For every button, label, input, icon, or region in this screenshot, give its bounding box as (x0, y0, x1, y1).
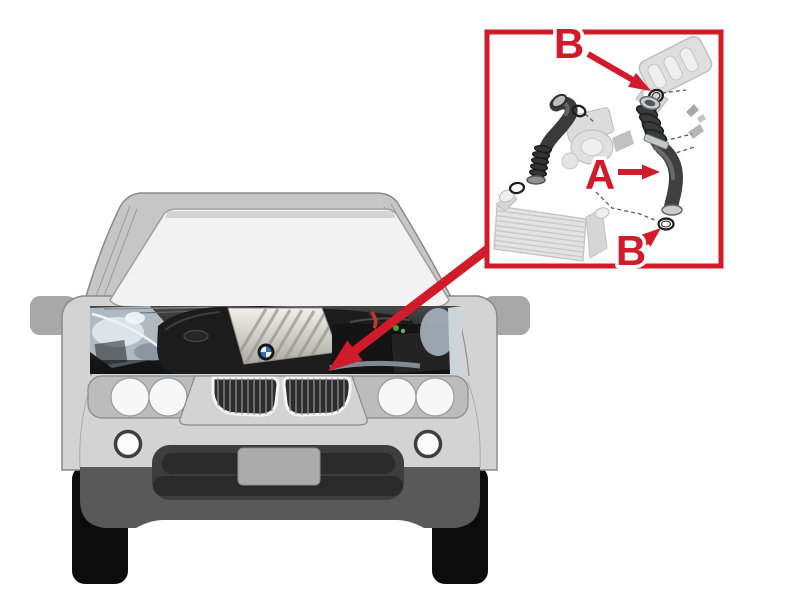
left-hose-collar (526, 175, 546, 185)
hose-a-bottom-collar (661, 204, 683, 216)
headlight-inner-right (377, 377, 417, 417)
o-ring-left-top (571, 104, 587, 118)
bumper-slot-lower (153, 476, 403, 496)
engine-bay-photo (90, 306, 462, 374)
bumper-center (152, 445, 404, 500)
callout-arrowhead (328, 340, 363, 371)
fog-light-right (413, 429, 443, 459)
grille-slats-right (289, 378, 345, 416)
car-illustration (30, 192, 530, 584)
headlight-outer-left (110, 377, 150, 417)
mounting-clips-faded (686, 104, 706, 139)
headlights (110, 377, 455, 417)
green-connector (393, 325, 399, 331)
left-charge-hose (526, 93, 578, 185)
o-ring-lower (657, 217, 675, 231)
hose-clamp (643, 133, 670, 150)
headlight-inner-left (148, 377, 188, 417)
red-wire (370, 311, 378, 329)
inset-box: B A B (484, 17, 724, 278)
reference-dashed-lines (584, 89, 695, 222)
intercooler-fins (494, 209, 586, 259)
charge-air-hose (635, 95, 684, 216)
windshield (109, 208, 450, 308)
fog-light-left (113, 429, 143, 459)
kidney-grille-left (211, 376, 280, 417)
engine-bay-right-components (329, 306, 462, 374)
inset-label-arrows (586, 51, 661, 250)
left-hose-bellows (528, 145, 553, 177)
grille-slats-left (217, 378, 273, 416)
inset-border (484, 29, 724, 269)
green-connector-2 (400, 328, 406, 334)
inset-label-a: A (585, 151, 615, 198)
hose-a-bellows (635, 105, 668, 143)
inset-content (493, 35, 713, 262)
o-ring-left-bottom (508, 181, 526, 195)
license-plate (237, 447, 321, 486)
intercooler-faded (493, 189, 610, 262)
callout-arrow (328, 241, 496, 371)
kidney-grille-right (282, 376, 352, 417)
inset-label-b-top: B (554, 20, 584, 67)
bmw-roundel (257, 343, 275, 361)
inset-label-b-bottom: B (616, 227, 646, 274)
headlight-outer-right (415, 377, 455, 417)
